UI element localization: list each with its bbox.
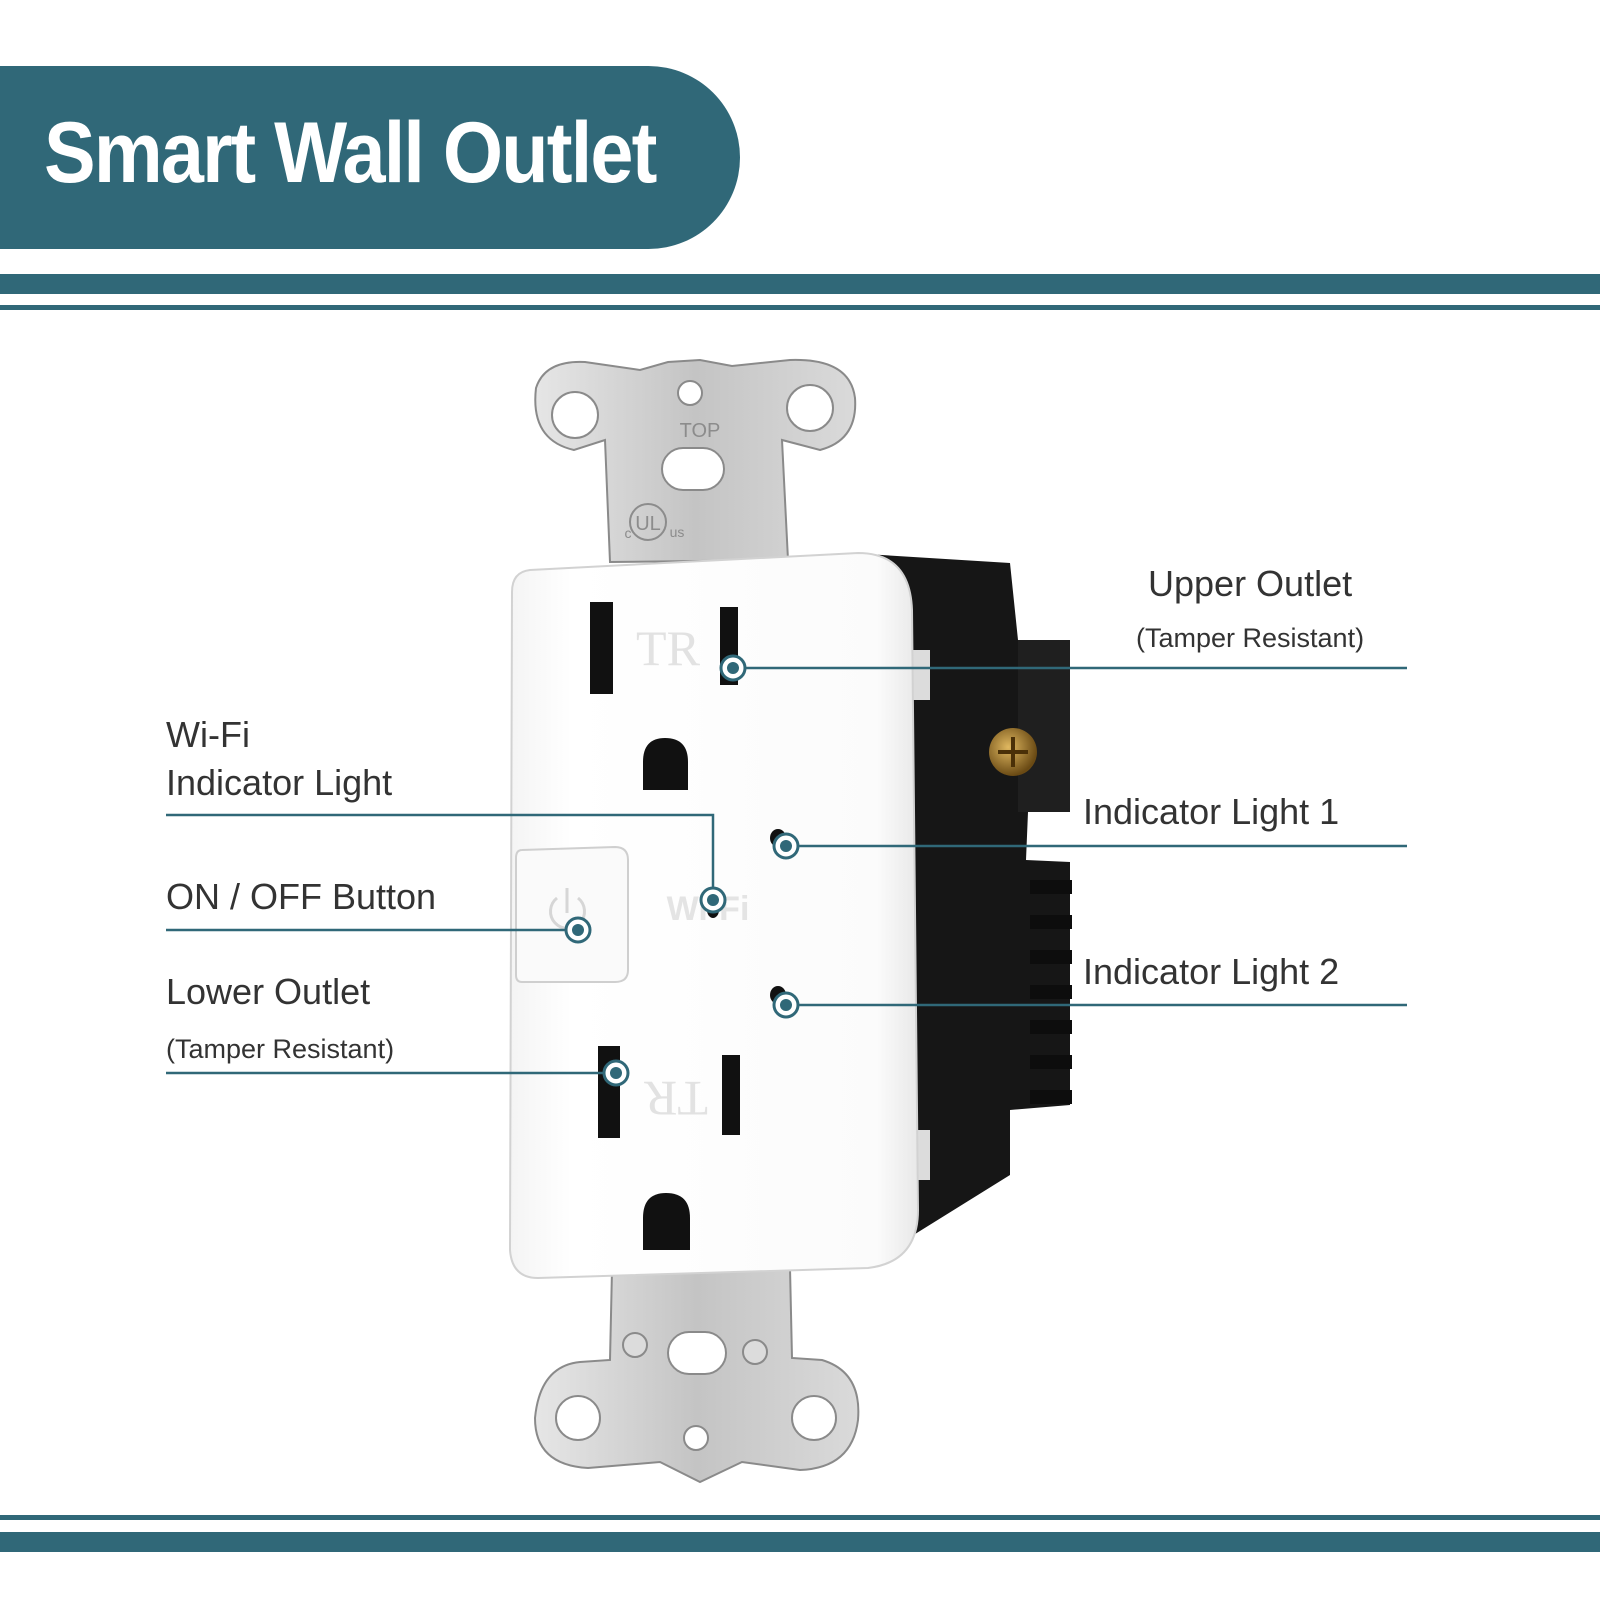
sublabel-lower-outlet: (Tamper Resistant) <box>166 1034 395 1064</box>
ul-mark-c: c <box>625 525 632 541</box>
callout-lines <box>166 666 1407 1075</box>
top-mark: TOP <box>680 420 721 442</box>
top-mounting-strap: TOP UL c us <box>534 358 857 564</box>
tr-upper-mark: TR <box>636 620 701 676</box>
marker-on-off <box>564 916 592 944</box>
marker-lower-outlet <box>602 1059 630 1087</box>
upper-receptacle: TR <box>590 602 738 790</box>
label-on-off-button: ON / OFF Button <box>166 876 437 917</box>
marker-indicator-1 <box>772 832 800 860</box>
top-divider-thin <box>0 305 1600 310</box>
tr-lower-mark: TR <box>643 1071 708 1127</box>
callout-markers <box>564 654 800 1087</box>
ul-mark-us: us <box>670 524 685 540</box>
sublabel-upper-outlet: (Tamper Resistant) <box>1136 623 1365 653</box>
top-divider-thick <box>0 274 1600 294</box>
label-wifi-line1: Wi-Fi <box>166 714 250 755</box>
label-upper-outlet: Upper Outlet <box>1148 563 1353 604</box>
lower-receptacle: TR <box>598 1046 740 1250</box>
bottom-divider-thin <box>0 1515 1600 1520</box>
marker-wifi <box>699 886 727 914</box>
label-indicator-light-2: Indicator Light 2 <box>1083 951 1340 992</box>
leader-wifi-indicator <box>166 813 715 900</box>
faceplate: TR TR Wi-Fi <box>508 551 920 1280</box>
title-banner <box>0 66 740 249</box>
label-indicator-light-1: Indicator Light 1 <box>1083 791 1340 832</box>
label-lower-outlet: Lower Outlet <box>166 971 371 1012</box>
marker-indicator-2 <box>772 991 800 1019</box>
page-title: Smart Wall Outlet <box>44 105 657 201</box>
label-wifi-line2: Indicator Light <box>166 762 393 803</box>
ul-mark-icon <box>629 503 667 541</box>
ul-mark-text: UL <box>635 513 661 535</box>
marker-upper-outlet <box>719 654 747 682</box>
bottom-mounting-strap <box>533 1266 860 1484</box>
power-button[interactable] <box>515 845 629 983</box>
bottom-divider-thick <box>0 1532 1600 1552</box>
